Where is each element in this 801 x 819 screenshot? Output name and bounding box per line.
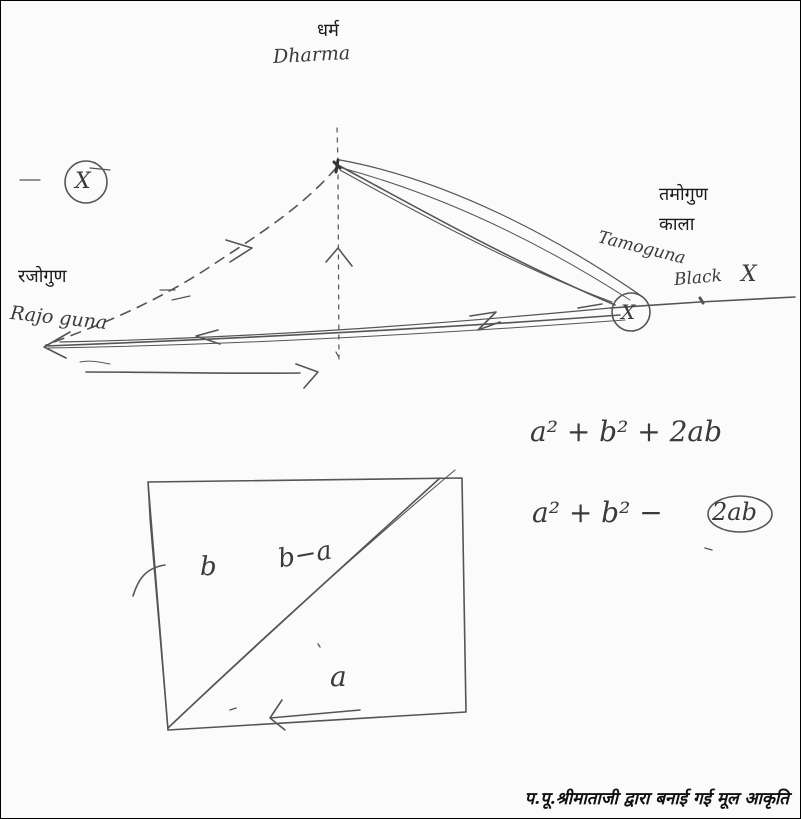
rajoguna-label-hindi: रजोगुण [18,266,67,287]
tamoguna-label-hindi: तमोगुण [659,184,708,205]
chevron-mark-5 [577,303,603,309]
x-mark-left: X [75,169,91,194]
dharma-label-hindi: धर्म [317,20,339,41]
triangle-left-side [45,167,337,346]
square-outline [147,477,467,731]
bottom-arrow [269,699,361,731]
left-arrow-head [43,331,71,359]
x-mark-right: X [621,300,636,324]
triangle-right-side [337,164,616,306]
formula-minus-circled-term: 2ab [712,498,757,526]
square-label-a: a [330,660,347,693]
dharma-label-english: Dharma [272,41,351,69]
formula-minus: a² + b² − [532,496,663,529]
chevron-mark-2 [325,247,353,267]
chevron-mark-1 [225,239,253,263]
circled-x-right [611,292,651,332]
circled-x-left [64,160,108,204]
square-diagonal [167,477,441,729]
x-mark-far-right: X [741,262,757,287]
formula-plus: a² + b² + 2ab [530,415,723,448]
chevron-mark-3 [195,329,221,345]
base-extension [609,296,796,309]
lower-arrow [85,363,319,389]
black-label-english: Black [673,265,723,291]
b-brace [132,564,166,597]
kala-label-hindi: काला [659,214,695,235]
triangle-base [45,314,621,347]
chevron-mark-4 [469,311,501,331]
square-label-b: b [200,552,217,582]
circle-2ab [707,495,773,533]
figure-caption: प.पू.श्रीमाताजी द्वारा बनाई गई मूल आकृति [524,789,789,809]
dharma-apex-dot [332,158,342,174]
